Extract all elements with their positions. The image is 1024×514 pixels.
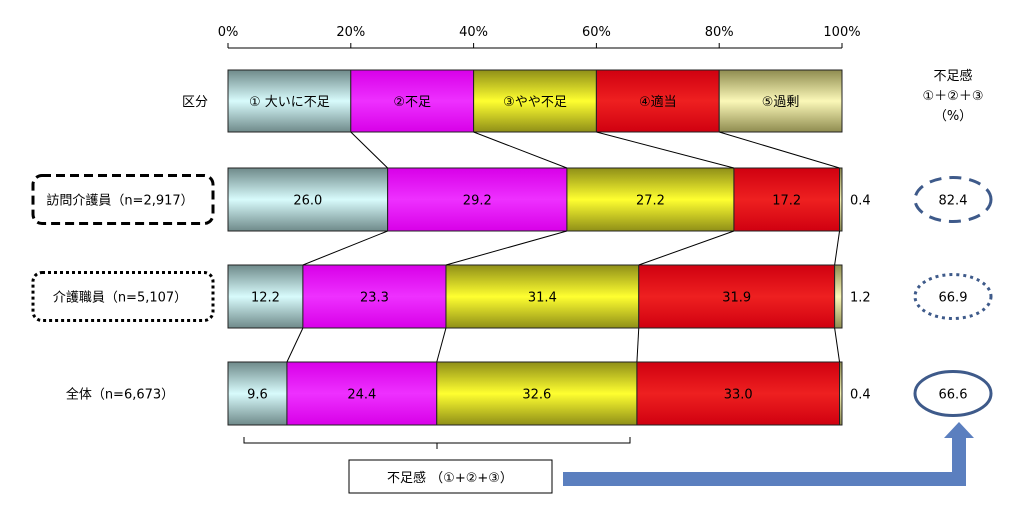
- bar-segment: [227, 264, 304, 329]
- legend-label: ⑤過剰: [762, 95, 800, 110]
- connector-line: [350, 131, 388, 169]
- bar-segment: [636, 361, 841, 426]
- data-label: 31.4: [528, 291, 557, 306]
- bar-segment: [638, 264, 836, 329]
- x-tick-label: 80%: [705, 25, 734, 40]
- data-label: 0.4: [850, 388, 871, 403]
- data-label: 33.0: [724, 388, 753, 403]
- connector-line: [445, 230, 568, 266]
- dashed-label-frame: [31, 174, 215, 225]
- bracket: [243, 437, 631, 449]
- bar-segment: [436, 361, 638, 426]
- data-label: 27.2: [636, 194, 665, 209]
- dotted-label-frame: [31, 271, 215, 322]
- bar-segment: [302, 264, 447, 329]
- data-label: 0.4: [850, 194, 871, 209]
- shortage-ellipse: [913, 273, 993, 320]
- connector-line: [636, 327, 640, 363]
- bracket-label-box: [348, 459, 553, 494]
- connector-line: [473, 131, 568, 169]
- bar-segment: [286, 361, 438, 426]
- data-label: 32.6: [522, 388, 551, 403]
- x-tick-label: 60%: [582, 25, 611, 40]
- legend-swatch: [473, 69, 597, 133]
- bar-segment: [566, 167, 735, 232]
- bar-segment: [733, 167, 841, 232]
- legend-title: 区分: [182, 95, 208, 110]
- data-label: 31.9: [722, 291, 751, 306]
- data-label: 29.2: [463, 194, 492, 209]
- shortage-ellipse: [913, 370, 993, 417]
- legend-label: ②不足: [393, 95, 431, 110]
- bar-segment: [227, 167, 389, 232]
- shortage-value: 82.4: [939, 194, 968, 209]
- category-label: 全体（n=6,673）: [66, 387, 174, 403]
- connector-line: [638, 230, 735, 266]
- connector-line: [286, 327, 304, 363]
- legend-swatch: [350, 69, 475, 133]
- x-tick-label: 40%: [459, 25, 488, 40]
- x-tick-label: 0%: [218, 25, 239, 40]
- data-label: 26.0: [293, 194, 322, 209]
- data-label: 17.2: [772, 194, 801, 209]
- bar-segment: [839, 167, 843, 232]
- x-tick-label: 20%: [336, 25, 365, 40]
- legend-swatch: [595, 69, 720, 133]
- shortage-header: （%）: [934, 109, 972, 124]
- connector-line: [436, 327, 447, 363]
- bar-segment: [834, 264, 843, 329]
- bar-segment: [445, 264, 640, 329]
- connector-line: [596, 131, 735, 169]
- connector-line: [302, 230, 388, 266]
- connector-line: [719, 131, 840, 169]
- legend-label: ③やや不足: [503, 95, 567, 110]
- shortage-ellipse: [913, 176, 993, 223]
- legend-swatch: [227, 69, 352, 133]
- category-label: 訪問介護員（n=2,917）: [46, 193, 193, 209]
- bar-segment: [227, 361, 288, 426]
- data-label: 12.2: [251, 291, 280, 306]
- arrow-icon: [563, 422, 974, 486]
- shortage-header: ①＋②＋③: [923, 89, 984, 104]
- legend-swatch: [718, 69, 843, 133]
- data-label: 23.3: [360, 291, 389, 306]
- data-label: 9.6: [247, 388, 268, 403]
- shortage-value: 66.9: [939, 291, 968, 306]
- data-label: 1.2: [850, 291, 871, 306]
- legend-label: ① 大いに不足: [249, 95, 330, 110]
- data-label: 24.4: [347, 388, 376, 403]
- bar-segment: [839, 361, 843, 426]
- category-label: 介護職員（n=5,107）: [53, 290, 187, 306]
- connector-line: [834, 327, 841, 363]
- shortage-value: 66.6: [939, 388, 968, 403]
- x-tick-label: 100%: [823, 25, 860, 40]
- connector-line: [834, 230, 841, 266]
- shortage-header: 不足感: [933, 68, 972, 84]
- bracket-label: 不足感 （①+②+③）: [387, 470, 513, 486]
- legend-label: ④適当: [639, 94, 677, 110]
